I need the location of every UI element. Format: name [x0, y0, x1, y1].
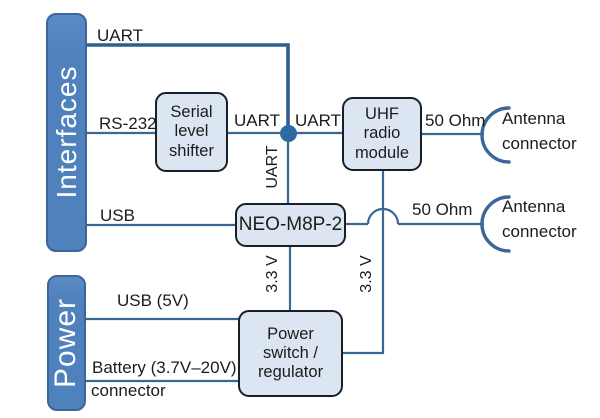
- uhf-radio-module-line3: module: [354, 143, 410, 162]
- uhf-radio-module-line1: UHF: [365, 105, 399, 124]
- uart-neo-vertical-label: UART: [264, 145, 281, 189]
- battery-connector-label: connector: [91, 381, 166, 400]
- uart-top-label: UART: [97, 26, 143, 45]
- antenna-connector-radio-label: Antenna connector: [502, 106, 577, 156]
- antenna-connector-neo-icon: [480, 195, 511, 253]
- rs232-label: RS-232: [99, 114, 157, 133]
- usb-5v-label: USB (5V): [117, 291, 189, 310]
- serial-level-shifter-line2: level: [174, 122, 209, 141]
- antenna-radio-line2: connector: [502, 134, 577, 153]
- ohm-radio-label: 50 Ohm: [425, 111, 486, 130]
- antenna-radio-line1: Antenna: [502, 109, 566, 128]
- serial-level-shifter-line3: shifter: [169, 141, 214, 160]
- power-switch-regulator-line1: Power: [267, 324, 314, 343]
- usb-label: USB: [100, 206, 135, 225]
- uart-radio-in-label: UART: [295, 111, 341, 130]
- antenna-connector-neo-label: Antenna connector: [502, 194, 577, 244]
- power-switch-regulator-line2: switch /: [262, 343, 318, 362]
- antenna-connector-radio-icon: [480, 106, 511, 164]
- serial-level-shifter-block: Serial level shifter: [155, 92, 228, 172]
- uart-top-wire: [87, 43, 290, 133]
- v33-neo-label: 3.3 V: [264, 255, 281, 293]
- serial-level-shifter-line1: Serial: [170, 103, 213, 122]
- neo-m8p-2-block: NEO-M8P-2: [235, 203, 346, 247]
- power-switch-regulator-block: Power switch / regulator: [238, 310, 343, 397]
- battery-label: Battery (3.7V–20V): [92, 358, 237, 377]
- v33-radio-label: 3.3 V: [358, 255, 375, 293]
- ohm-neo-label: 50 Ohm: [412, 200, 473, 219]
- uhf-radio-module-line2: radio: [363, 124, 401, 143]
- neo-m8p-2-label: NEO-M8P-2: [238, 213, 343, 235]
- interfaces-group-box: [46, 13, 87, 252]
- power-switch-regulator-line3: regulator: [257, 363, 324, 382]
- power-group-box: [47, 275, 86, 411]
- uhf-radio-module-block: UHF radio module: [342, 97, 422, 171]
- antenna-neo-line2: connector: [502, 222, 577, 241]
- v33-radio-wire: [343, 170, 385, 355]
- uart-shifter-out-label: UART: [234, 111, 280, 130]
- antenna-neo-line1: Antenna: [502, 197, 566, 216]
- uart-junction-dot: [280, 125, 297, 142]
